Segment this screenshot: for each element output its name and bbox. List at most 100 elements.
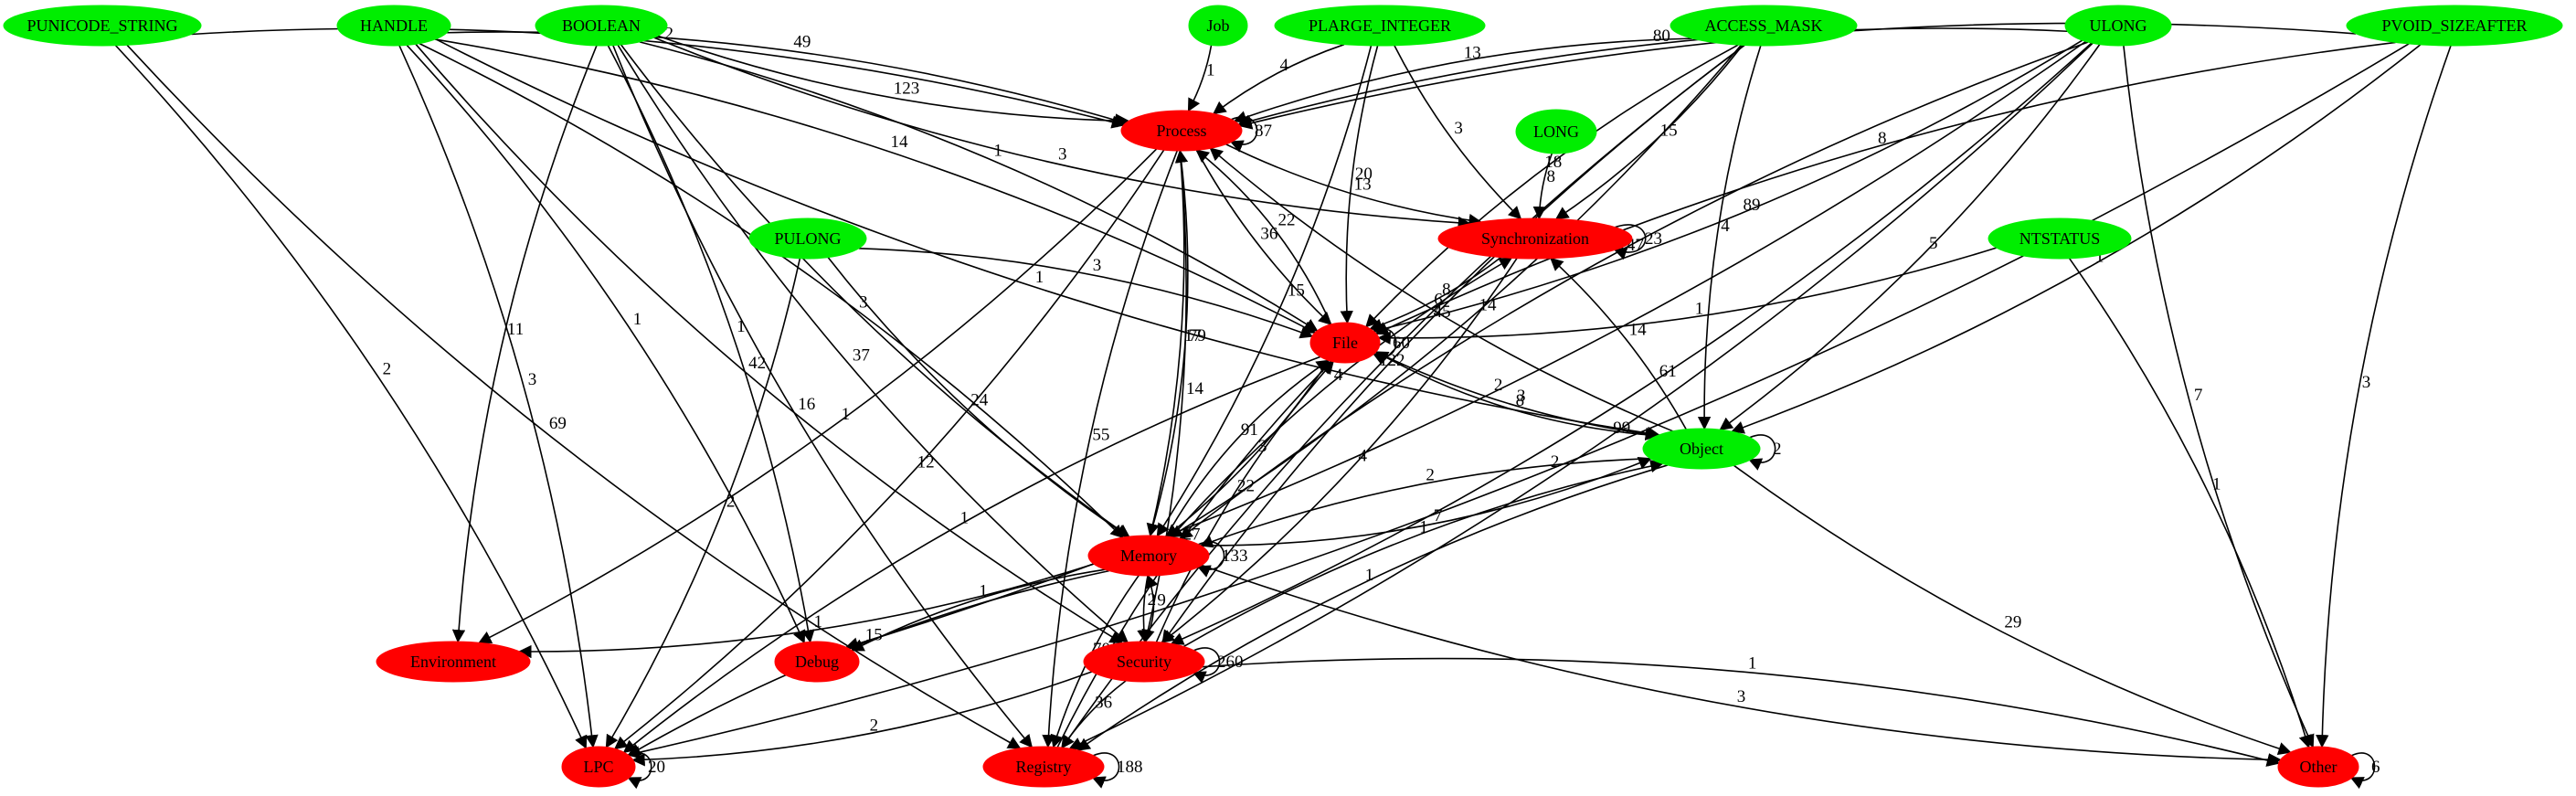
edge-line [1377,247,1997,345]
edge-line [1233,37,1692,124]
edge-line [1731,44,2422,434]
edge-label: 15 [1288,281,1305,300]
edge-line [622,356,1321,754]
node-shape [1087,535,1210,577]
edge-label: 36 [1260,224,1277,243]
edge-line [631,671,1093,767]
edge-file-to-lpc: 1 [622,356,1321,754]
node-label: LONG [1533,122,1579,141]
edge-line [2316,45,2452,748]
node-label: Other [2300,758,2337,776]
edge-line [620,44,1130,538]
node-label: PULONG [774,229,841,248]
edge-line [1146,150,1185,537]
edge-line [1195,149,1332,325]
edge-label: 3 [2362,373,2371,392]
edge-label: 1 [842,405,851,424]
node-ntstatus: NTSTATUS [1988,218,2132,260]
edges-layer: 2269491415342131233131113716143201513151… [115,16,2452,790]
node-shape [2346,5,2563,47]
edge-line [191,27,1126,129]
edge-label: 1 [1206,60,1215,80]
edge-line [612,45,1034,748]
edge-ulong-to-file: 89 [1372,39,2083,335]
edge-line [1144,574,1159,642]
edge-ntstatus-to-other: 1 [2069,258,2312,749]
edge-label: 2 [383,359,392,378]
edge-label: 13 [1354,175,1372,194]
edge-memory-to-other: 3 [1201,564,2283,767]
edge-line [2069,258,2312,749]
edge-label: 1 [960,508,970,527]
edge-label: 89 [1744,196,1761,215]
edge-line [419,42,1124,539]
edge-label: 8 [1546,167,1555,186]
edge-label: 69 [549,414,567,433]
edge-line [126,44,1022,749]
edge-ulong-to-object: 5 [1719,44,2101,431]
node-shape [1515,109,1597,154]
edge-label: 1 [737,317,746,336]
node-shape [1120,110,1243,152]
node-job: Job [1188,5,1248,47]
edge-ntstatus-to-file: 1 [1377,247,1997,345]
edge-punicode_string-to-process: 2 [191,24,1126,129]
node-label: PLARGE_INTEGER [1309,16,1451,35]
edge-line [398,45,599,748]
node-synchronization: Synchronization [1437,218,1633,260]
edge-security-to-registry: 36 [1061,680,1127,749]
edge-process-to-environment: 1 [478,148,1158,644]
edge-label: 8 [1442,280,1451,299]
edge-label: 37 [853,345,870,365]
nodes-layer: PUNICODE_STRING HANDLE BOOLEAN Job PLARGE_IN… [3,5,2563,788]
edge-label: 87 [1255,122,1272,141]
edge-label: 3 [1093,256,1102,275]
edge-line [1187,45,1213,112]
edge-line [1202,657,2281,767]
node-shape [1309,322,1381,364]
edge-label: 1 [2212,475,2221,494]
node-label: BOOLEAN [562,16,641,35]
edge-label: 14 [1479,295,1498,314]
node-access-mask: ACCESS_MASK [1670,5,1858,47]
edge-file-to-object: 3 [1375,351,1659,441]
edge-line [1161,44,1745,644]
edge-pvoid_sizeafter-to-other: 3 [2316,45,2452,748]
edge-label: 36 [1095,694,1112,713]
node-label: File [1332,334,1358,352]
node-handle: HANDLE [336,5,451,47]
edge-boolean-to-process: 123 [657,35,1130,128]
node-punicode-string: PUNICODE_STRING [3,5,202,47]
edge-label: 9 [1157,590,1166,610]
edge-label: 20 [648,758,665,777]
edge-label: 2 [1551,452,1560,472]
edge-ulong-to-memory: 147 [1179,41,2089,540]
edge-synchronization-to-file: 8 [1369,256,1501,332]
edge-handle-to-object: 1 [435,38,1660,440]
edge-handle-to-security: 42 [415,43,1124,644]
edge-security-to-file: 22 [1155,360,1334,642]
edge-handle-to-file: 14 [435,38,1317,334]
edge-boolean-to-environment: 11 [451,45,598,643]
node-label: HANDLE [360,16,428,35]
edge-memory-to-synchronization: 4 [1171,257,1513,538]
edge-ulong-to-process: 80 [1237,27,2068,128]
edge-label: 3 [859,292,868,312]
edge-line [478,148,1158,644]
edge-line [1195,149,1332,325]
edge-label: 1 [993,141,1002,160]
edge-label: 3 [1454,119,1463,138]
edge-line [406,44,806,644]
node-ulong: ULONG [2064,5,2172,47]
edge-label: 1 [1035,268,1044,287]
edge-boolean-to-debug: 1 [607,45,815,643]
edge-label: 91 [1241,420,1258,440]
node-shape [1642,428,1761,470]
node-label: ACCESS_MASK [1704,16,1822,35]
edge-label: 42 [748,354,766,373]
edge-object-to-file: 8 [1374,351,1658,437]
edge-label: 1 [2095,248,2104,267]
edge-label: 15 [865,625,883,644]
edge-label: 188 [1117,758,1143,777]
